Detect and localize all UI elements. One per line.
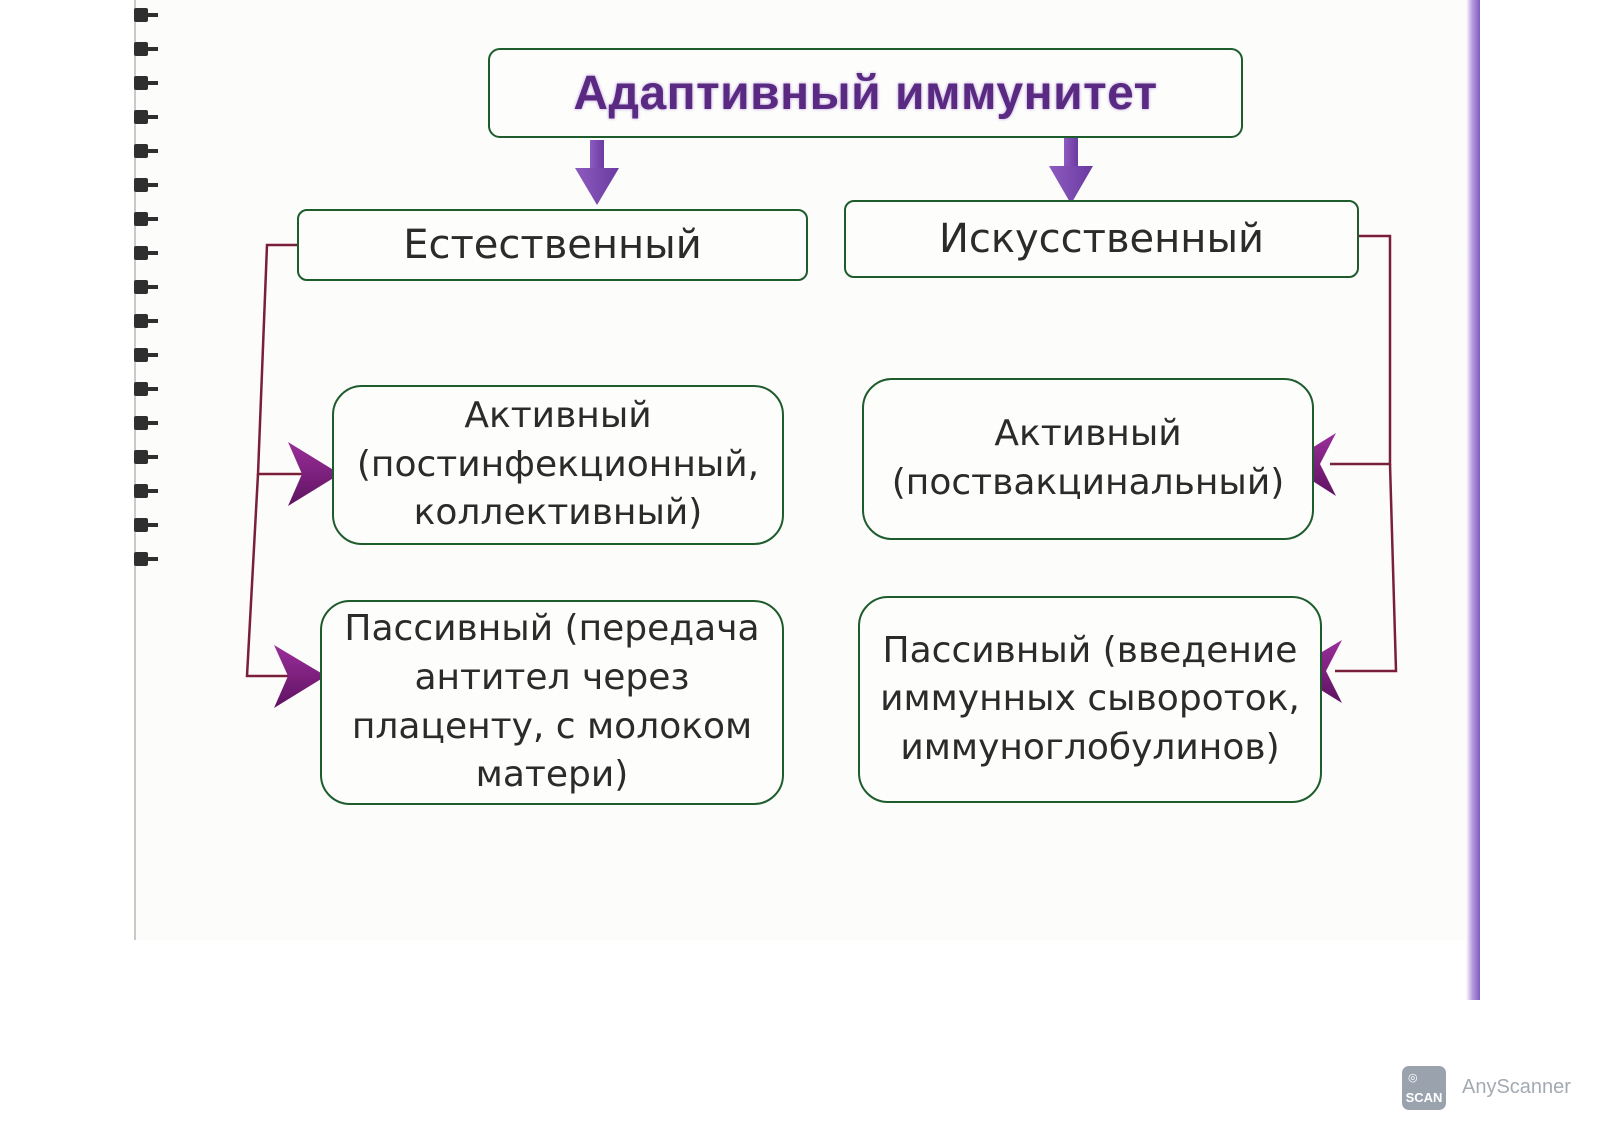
- diagram-title: Адаптивный иммунитет: [573, 66, 1158, 120]
- title-box: Адаптивный иммунитет: [488, 48, 1243, 138]
- arrow-to-natural-passive: [274, 645, 326, 708]
- artificial-passive-line: Пассивный (введение: [882, 629, 1298, 671]
- artificial-active-box: Активный (поствакцинальный): [862, 378, 1314, 540]
- natural-active-line: (постинфекционный,: [356, 443, 760, 485]
- scan-icon-text: SCAN: [1405, 1090, 1443, 1105]
- artificial-passive-box: Пассивный (введение иммунных сывороток, …: [858, 596, 1322, 803]
- artificial-branch-box: Искусственный: [844, 200, 1359, 278]
- page-edge-shadow: [1466, 0, 1480, 1000]
- right-bracket: [1330, 234, 1398, 673]
- artificial-passive-line: иммуноглобулинов): [900, 726, 1280, 768]
- natural-passive-line: антител через: [414, 656, 690, 698]
- scan-app-icon: ◎ SCAN: [1402, 1066, 1446, 1110]
- left-bracket: [245, 243, 310, 678]
- natural-active-line: коллективный): [413, 492, 703, 534]
- watermark-label: AnyScanner: [1462, 1076, 1571, 1098]
- artificial-passive-line: иммунных сывороток,: [880, 678, 1300, 720]
- natural-active-box: Активный (постинфекционный, коллективный…: [332, 385, 784, 545]
- anyscanner-watermark: ◎ SCAN AnyScanner: [1402, 1066, 1572, 1114]
- natural-passive-line: матери): [475, 754, 629, 796]
- artificial-branch-label: Искусственный: [938, 216, 1265, 262]
- natural-branch-label: Естественный: [403, 222, 702, 268]
- natural-passive-line: Пассивный (передача: [344, 608, 760, 650]
- artificial-active-line: Активный: [994, 413, 1182, 455]
- natural-active-line: Активный: [464, 395, 652, 437]
- natural-passive-box: Пассивный (передача антител через плацен…: [320, 600, 784, 805]
- natural-passive-line: плаценту, с молоком: [351, 705, 753, 747]
- natural-branch-box: Естественный: [297, 209, 808, 281]
- notebook-binding: [134, 8, 164, 628]
- artificial-active-line: (поствакцинальный): [891, 462, 1285, 503]
- down-arrow-left: [575, 140, 619, 205]
- arrow-to-natural-active: [288, 442, 340, 506]
- down-arrow-right: [1049, 138, 1093, 204]
